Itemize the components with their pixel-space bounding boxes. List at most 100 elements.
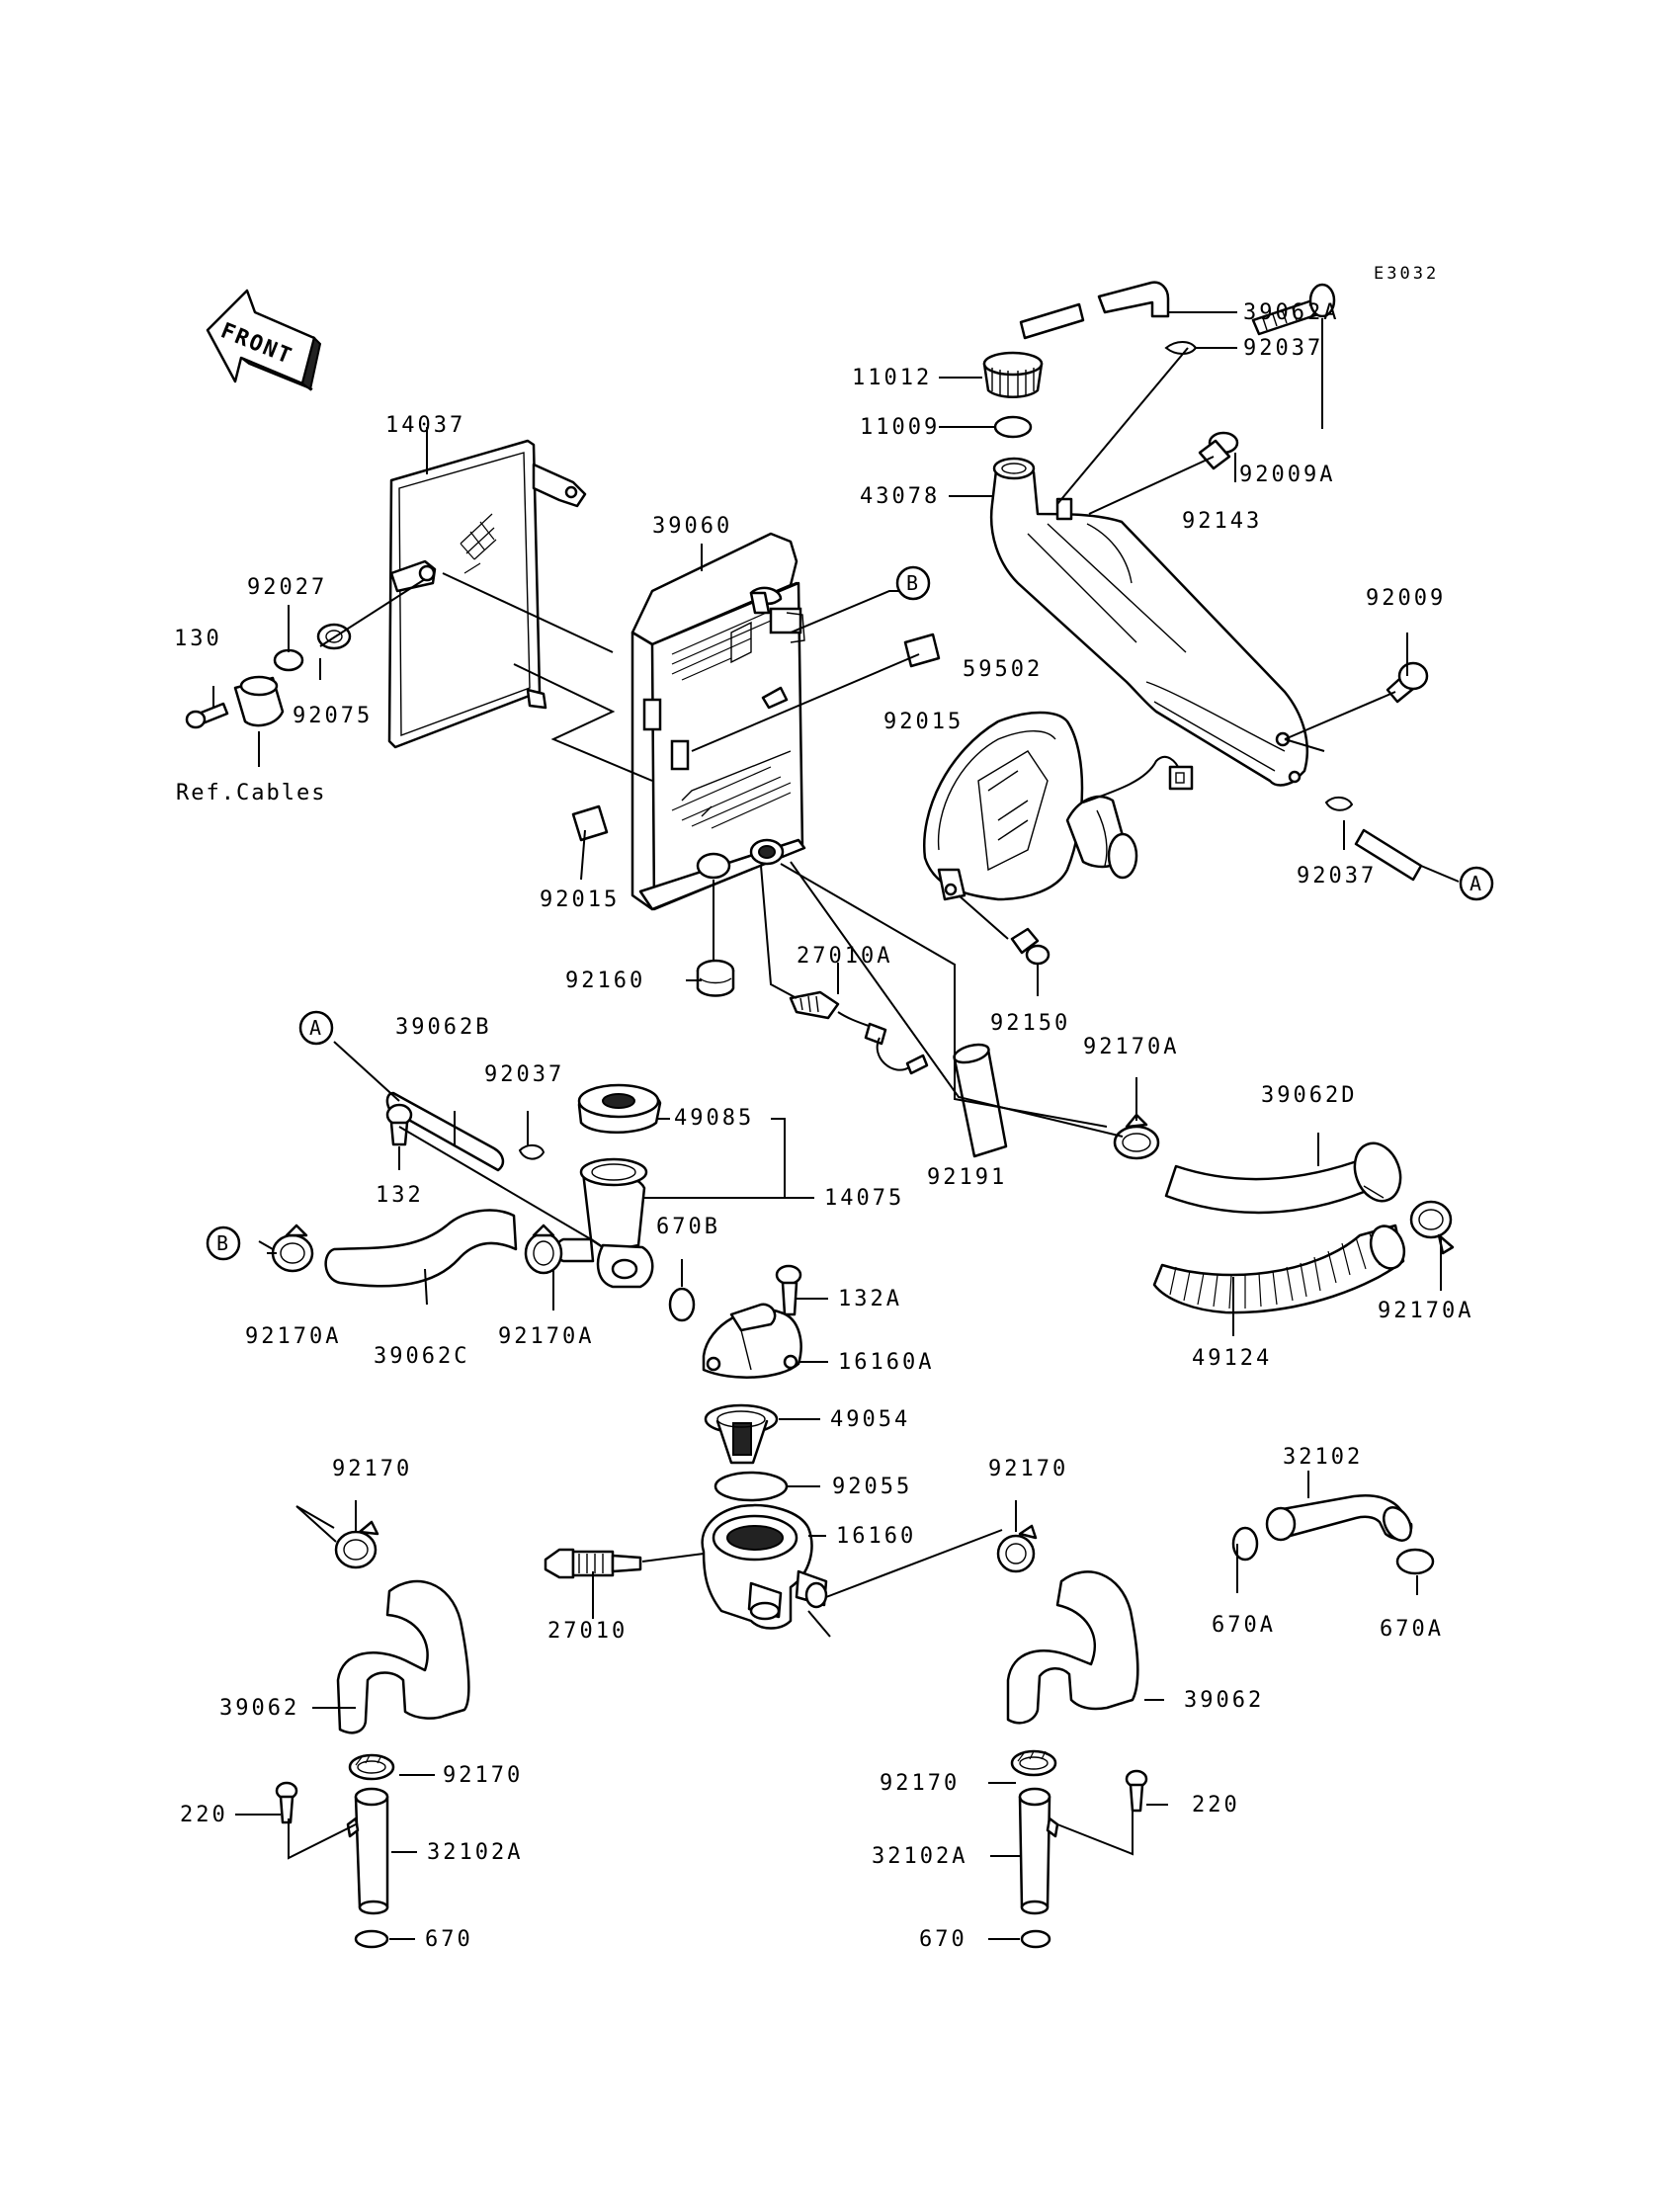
hose-39062C bbox=[324, 1209, 518, 1288]
radiator-grille-14037 bbox=[387, 439, 587, 749]
cap-gasket-11009 bbox=[993, 415, 1033, 439]
clamp-92170A-right bbox=[1409, 1200, 1455, 1255]
thermostat-cover-16160A bbox=[702, 1303, 802, 1379]
clamp-92170-lower-right bbox=[1010, 1749, 1057, 1777]
label-11012: 11012 bbox=[852, 366, 932, 390]
label-92170-lower-right: 92170 bbox=[880, 1771, 960, 1796]
label-32102: 32102 bbox=[1283, 1445, 1363, 1470]
label-49085: 49085 bbox=[674, 1106, 754, 1131]
label-92037-middle: 92037 bbox=[484, 1062, 564, 1087]
label-39060: 39060 bbox=[652, 514, 732, 539]
label-92160: 92160 bbox=[565, 969, 645, 993]
label-49054: 49054 bbox=[830, 1407, 910, 1432]
fan-switch-27010A bbox=[789, 990, 929, 1075]
label-32102A-left: 32102A bbox=[427, 1840, 523, 1865]
svg-text:B: B bbox=[216, 1231, 228, 1255]
bracket-92015-right bbox=[903, 633, 941, 668]
label-27010: 27010 bbox=[547, 1619, 628, 1644]
label-92170A-right: 92170A bbox=[1378, 1299, 1473, 1323]
front-arrow-icon: FRONT bbox=[206, 289, 322, 391]
label-39062C: 39062C bbox=[374, 1344, 469, 1369]
label-92170A-middle: 92170A bbox=[498, 1324, 594, 1349]
filler-cap-49085 bbox=[577, 1083, 662, 1134]
label-670-right: 670 bbox=[919, 1927, 967, 1952]
pipe-32102A-left bbox=[346, 1787, 389, 1915]
temp-sensor-27010 bbox=[544, 1548, 642, 1579]
label-11009: 11009 bbox=[860, 415, 940, 440]
sleeve-92191 bbox=[953, 1043, 1008, 1158]
corrugated-hose-49124 bbox=[1152, 1224, 1406, 1314]
label-220-right: 220 bbox=[1192, 1793, 1240, 1817]
label-92150: 92150 bbox=[990, 1011, 1070, 1036]
fan-assembly-59502 bbox=[923, 711, 1194, 901]
hose-39062B bbox=[385, 1091, 505, 1172]
bolt-132A bbox=[775, 1264, 802, 1316]
label-14075: 14075 bbox=[824, 1186, 904, 1211]
label-39062B: 39062B bbox=[395, 1015, 491, 1040]
o-ring-670A-left bbox=[1231, 1526, 1259, 1562]
label-ref-cables: Ref.Cables bbox=[176, 781, 326, 805]
thermostat-housing-16160 bbox=[701, 1503, 828, 1630]
label-59502: 59502 bbox=[963, 657, 1043, 682]
clip-92037-middle bbox=[518, 1144, 546, 1160]
label-92170-upper-right: 92170 bbox=[988, 1457, 1068, 1481]
reservoir-tank bbox=[989, 457, 1308, 787]
clamp-92170A-left bbox=[271, 1224, 314, 1273]
bolt-92150 bbox=[1010, 927, 1050, 966]
clamp-92170-lower-left bbox=[348, 1753, 395, 1781]
label-16160: 16160 bbox=[836, 1524, 916, 1549]
label-92170-upper-left: 92170 bbox=[332, 1457, 412, 1481]
o-ring-670-left bbox=[354, 1929, 389, 1949]
label-92170A-upper: 92170A bbox=[1083, 1035, 1179, 1059]
label-92009: 92009 bbox=[1366, 586, 1446, 611]
cable-clamp-130 bbox=[185, 675, 285, 729]
label-27010A: 27010A bbox=[797, 944, 892, 969]
part-labels: 39062A 92037 11012 11009 92009A 43078 92… bbox=[174, 300, 1473, 1952]
bolt-220-left bbox=[275, 1781, 298, 1824]
label-92037: 92037 bbox=[1243, 336, 1323, 361]
label-92009A: 92009A bbox=[1239, 463, 1335, 487]
label-92027: 92027 bbox=[247, 575, 327, 600]
label-39062-right: 39062 bbox=[1184, 1688, 1264, 1713]
bolt-92009A bbox=[1251, 283, 1336, 336]
label-220-left: 220 bbox=[180, 1803, 228, 1827]
o-ring-670-right bbox=[1020, 1929, 1051, 1949]
hose-39062-right bbox=[1006, 1570, 1139, 1725]
svg-text:B: B bbox=[906, 571, 918, 595]
breather-hose-39062A bbox=[1019, 281, 1170, 340]
reservoir-cap-11012 bbox=[982, 351, 1044, 398]
bracket-92015-left bbox=[571, 804, 609, 842]
label-132: 132 bbox=[376, 1183, 424, 1208]
label-32102A-right: 32102A bbox=[872, 1844, 967, 1869]
label-39062A: 39062A bbox=[1243, 300, 1339, 325]
label-670-left: 670 bbox=[425, 1927, 473, 1952]
label-670B: 670B bbox=[656, 1215, 720, 1239]
clip-92037-right bbox=[1324, 797, 1354, 811]
o-ring-670A-right bbox=[1395, 1548, 1435, 1575]
clamp-92170-upper-right bbox=[996, 1524, 1038, 1573]
label-132A: 132A bbox=[838, 1287, 902, 1311]
label-670A-left: 670A bbox=[1212, 1613, 1276, 1638]
label-14037: 14037 bbox=[385, 413, 465, 438]
pipe-32102A-right bbox=[1018, 1787, 1059, 1915]
label-92015: 92015 bbox=[883, 710, 964, 734]
bolt-132 bbox=[385, 1103, 413, 1146]
hose-32102 bbox=[1265, 1493, 1413, 1542]
label-92055: 92055 bbox=[832, 1475, 912, 1499]
clip-92037-top bbox=[1164, 341, 1198, 355]
grommet-92027 bbox=[273, 648, 304, 672]
filler-neck-14075 bbox=[554, 1157, 654, 1289]
label-43078: 43078 bbox=[860, 484, 940, 509]
hose-39062D bbox=[1164, 1141, 1402, 1215]
clamp-92170A-middle bbox=[524, 1224, 563, 1275]
label-39062D: 39062D bbox=[1261, 1083, 1357, 1108]
grommet-92160 bbox=[696, 959, 735, 997]
label-92015-left: 92015 bbox=[540, 887, 620, 912]
label-92075: 92075 bbox=[293, 704, 373, 728]
label-92143: 92143 bbox=[1182, 509, 1262, 534]
label-92170-lower-left: 92170 bbox=[443, 1763, 523, 1788]
svg-text:A: A bbox=[309, 1016, 321, 1040]
callout-B-left: B bbox=[206, 1225, 241, 1261]
label-49124: 49124 bbox=[1192, 1346, 1272, 1371]
bolt-92143 bbox=[1198, 431, 1239, 470]
